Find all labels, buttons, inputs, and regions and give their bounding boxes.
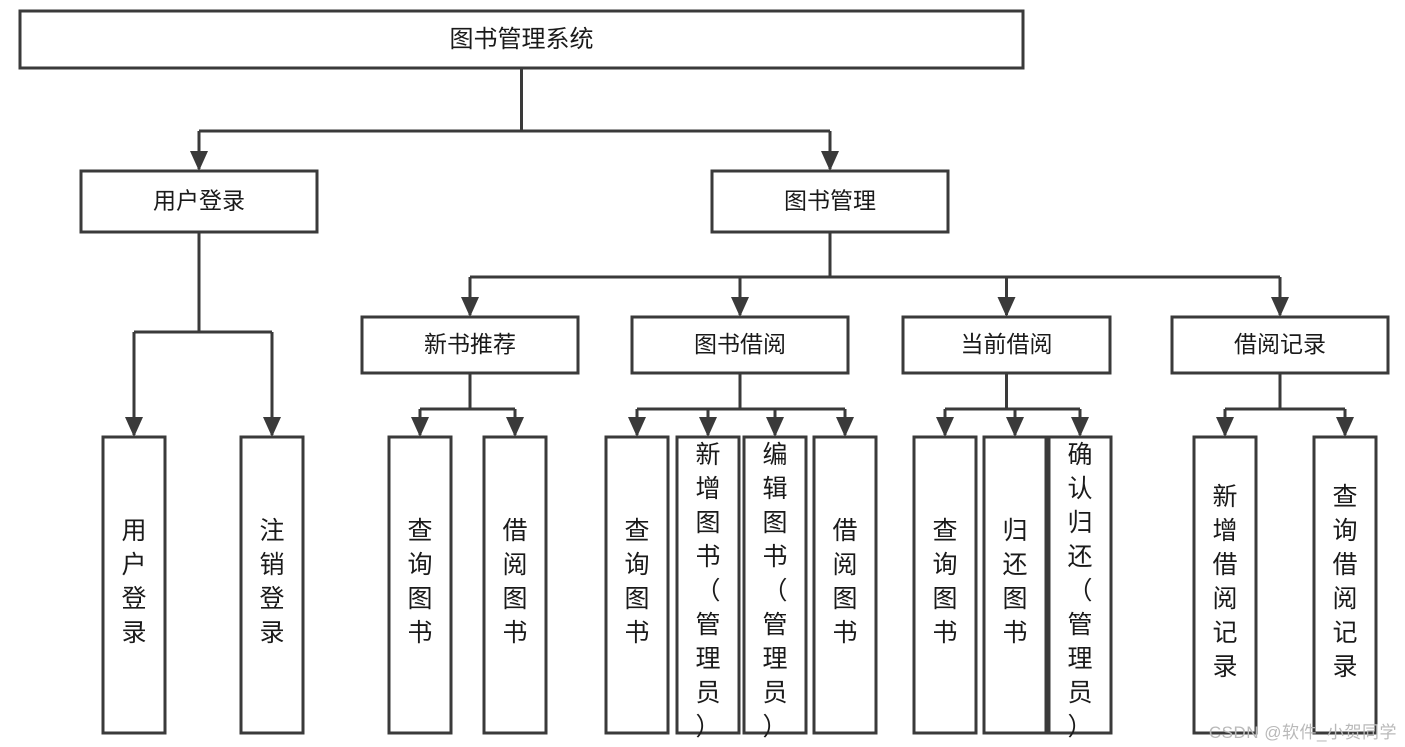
- leaf-label: 用户登录: [121, 517, 146, 647]
- arrow-head-icon: [506, 417, 524, 437]
- node-leaf-add-record[interactable]: 新增借阅记录: [1192, 435, 1258, 735]
- leaf-label: 查询借阅记录: [1332, 483, 1357, 681]
- node-leaf-user-logout[interactable]: 注销登录: [239, 435, 305, 735]
- level3-current-borrow-label: 当前借阅: [961, 331, 1053, 357]
- arrow-head-icon: [731, 297, 749, 317]
- level2-user-login-label: 用户登录: [153, 188, 245, 214]
- node-leaf-query-record[interactable]: 查询借阅记录: [1312, 435, 1378, 735]
- root-node-box[interactable]: [18, 9, 1025, 70]
- leaf-box[interactable]: [982, 435, 1048, 735]
- arrow-head-icon: [1336, 417, 1354, 437]
- leaf-box[interactable]: [742, 435, 808, 735]
- node-root[interactable]: 图书管理系统: [18, 9, 1025, 70]
- node-leaf-return-book[interactable]: 归还图书: [982, 435, 1048, 735]
- arrow-head-icon: [1216, 417, 1234, 437]
- leaf-label: 新增借阅记录: [1212, 483, 1237, 681]
- arrow-head-icon: [766, 417, 784, 437]
- arrow-head-icon: [190, 151, 208, 171]
- leaf-box[interactable]: [1312, 435, 1378, 735]
- arrow-head-icon: [836, 417, 854, 437]
- level3-borrow-record-label: 借阅记录: [1234, 331, 1326, 357]
- leaf-label: 注销登录: [259, 517, 284, 647]
- node-leaf-borrow-book-1[interactable]: 借阅图书: [482, 435, 548, 735]
- leaf-label: 借阅图书: [832, 517, 857, 647]
- leaf-label: 新增图书（管理员）: [695, 441, 720, 741]
- leaf-box[interactable]: [387, 435, 453, 735]
- root-node-label: 图书管理系统: [450, 26, 594, 53]
- csdn-watermark: CSDN @软件_小贺同学: [1208, 723, 1397, 742]
- node-layer: 图书管理系统用户登录图书管理新书推荐图书借阅当前借阅借阅记录用户登录注销登录查询…: [18, 9, 1390, 741]
- arrow-head-icon: [1071, 417, 1089, 437]
- leaf-label: 归还图书: [1002, 517, 1027, 647]
- level3-borrow-record-box[interactable]: [1170, 315, 1390, 375]
- level3-new-book-recommend-label: 新书推荐: [424, 331, 516, 357]
- node-leaf-borrow-book-2[interactable]: 借阅图书: [812, 435, 878, 735]
- node-leaf-user-login[interactable]: 用户登录: [101, 435, 167, 735]
- node-leaf-query-book-3[interactable]: 查询图书: [912, 435, 978, 735]
- leaf-box[interactable]: [482, 435, 548, 735]
- leaf-box[interactable]: [812, 435, 878, 735]
- arrow-head-icon: [699, 417, 717, 437]
- arrow-head-icon: [125, 417, 143, 437]
- leaf-label: 借阅图书: [502, 517, 527, 647]
- node-leaf-add-book[interactable]: 新增图书（管理员）: [675, 435, 741, 741]
- level2-book-management-label: 图书管理: [784, 188, 876, 214]
- node-book-borrow[interactable]: 图书借阅: [630, 315, 850, 375]
- node-leaf-query-book-2[interactable]: 查询图书: [604, 435, 670, 735]
- leaf-box[interactable]: [912, 435, 978, 735]
- leaf-box[interactable]: [239, 435, 305, 735]
- level2-user-login-box[interactable]: [79, 169, 319, 234]
- arrow-head-icon: [1006, 417, 1024, 437]
- arrow-head-icon: [997, 297, 1016, 317]
- leaf-box[interactable]: [1047, 435, 1113, 735]
- leaf-label: 查询图书: [932, 517, 957, 647]
- arrow-head-icon: [263, 417, 281, 437]
- node-leaf-query-book-1[interactable]: 查询图书: [387, 435, 453, 735]
- connector-layer: [125, 68, 1354, 437]
- node-current-borrow[interactable]: 当前借阅: [901, 315, 1112, 375]
- leaf-label: 确认归还（管理员）: [1067, 441, 1092, 741]
- leaf-label: 查询图书: [624, 517, 649, 647]
- leaf-label: 查询图书: [407, 517, 432, 647]
- level2-book-management-box[interactable]: [710, 169, 950, 234]
- node-new-book-recommend[interactable]: 新书推荐: [360, 315, 580, 375]
- node-user-login[interactable]: 用户登录: [79, 169, 319, 234]
- leaf-box[interactable]: [604, 435, 670, 735]
- level3-book-borrow-label: 图书借阅: [694, 331, 786, 357]
- arrow-head-icon: [628, 417, 646, 437]
- arrow-head-icon: [1271, 297, 1289, 317]
- level3-book-borrow-box[interactable]: [630, 315, 850, 375]
- arrow-head-icon: [411, 417, 429, 437]
- leaf-box[interactable]: [101, 435, 167, 735]
- arrow-head-icon: [461, 297, 479, 317]
- node-borrow-record[interactable]: 借阅记录: [1170, 315, 1390, 375]
- node-leaf-edit-book[interactable]: 编辑图书（管理员）: [742, 435, 808, 741]
- arrow-head-icon: [821, 151, 839, 171]
- leaf-box[interactable]: [1192, 435, 1258, 735]
- node-book-management[interactable]: 图书管理: [710, 169, 950, 234]
- level3-current-borrow-box[interactable]: [901, 315, 1112, 375]
- arrow-head-icon: [936, 417, 954, 437]
- level3-new-book-recommend-box[interactable]: [360, 315, 580, 375]
- leaf-label: 编辑图书（管理员）: [762, 441, 787, 741]
- node-leaf-confirm-return[interactable]: 确认归还（管理员）: [1047, 435, 1113, 741]
- leaf-box[interactable]: [675, 435, 741, 735]
